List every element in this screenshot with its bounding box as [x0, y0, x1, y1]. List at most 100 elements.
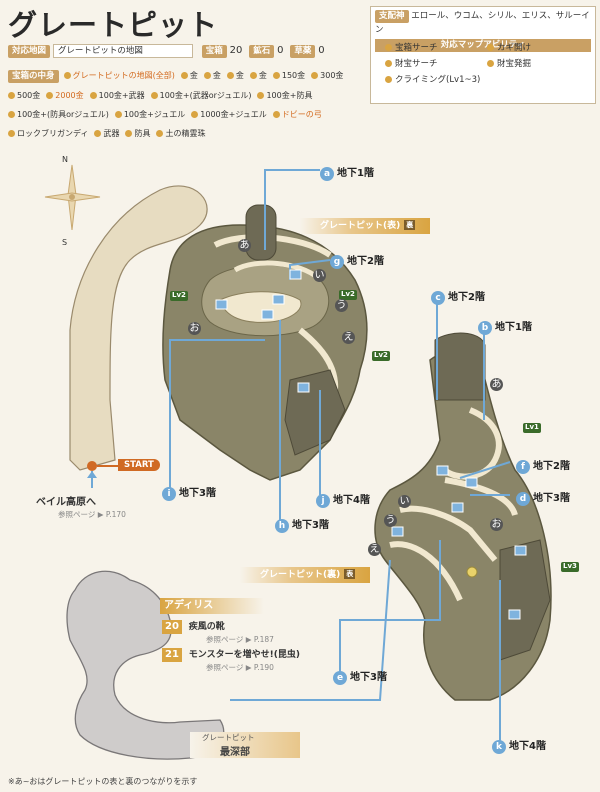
bullet-icon — [114, 111, 122, 118]
ability-item: 財宝サーチ — [385, 57, 438, 69]
area-map-value: グレートピットの地図 — [52, 44, 193, 58]
bullet-icon — [8, 130, 15, 137]
bullet-icon — [8, 92, 15, 99]
contents-item: 金 — [249, 70, 267, 81]
info-box: 支配神 エロール、ウコム、シリル、エリス、サルーイン 対応マップアビリティ 宝箱… — [370, 6, 596, 104]
connection-mark: う — [335, 299, 348, 312]
bush-count: 0 — [318, 45, 325, 56]
underside-banner: グレートピット(裏)表 — [240, 567, 370, 583]
area-map-label: 対応地図 — [8, 45, 51, 58]
shihai-value: エロール、ウコム、シリル、エリス、サルーイン — [375, 11, 590, 35]
contents-item: 100金+武器 — [89, 90, 145, 101]
bullet-icon — [156, 130, 164, 137]
compass-north: N — [62, 155, 68, 164]
contents-item: 2000金 — [46, 90, 84, 101]
bullet-icon — [89, 92, 97, 99]
climb-level-label: Lv1 — [525, 423, 539, 431]
quest-number: 20 — [162, 620, 182, 634]
underside-cavern — [374, 332, 552, 701]
contents-item: 金 — [180, 70, 198, 81]
ura-mark: 表 — [344, 569, 356, 579]
contents-item: 金 — [226, 70, 244, 81]
exit-letter: f — [516, 460, 530, 474]
exit-letter: d — [516, 492, 530, 506]
bush-label: 草薬 — [290, 45, 316, 58]
exit-letter: b — [478, 321, 492, 335]
contents-item: 100金+防具 — [257, 90, 312, 101]
connection-mark: え — [368, 543, 381, 556]
area-map-row: 対応地図 グレートピットの地図 宝箱 20 鉱石 0 草薬 0 — [8, 43, 325, 58]
ability-item: クライミング(Lv1~3) — [385, 73, 480, 85]
exit-letter: a — [320, 167, 334, 181]
exit-letter: h — [275, 519, 289, 533]
contents-item: 500金 — [8, 90, 40, 101]
chest-label: 宝箱 — [201, 45, 227, 58]
ability-item: 宝箱サーチ — [385, 41, 438, 53]
bullet-icon — [8, 111, 15, 118]
stone-label: 鉱石 — [249, 45, 275, 58]
npc-icon — [466, 566, 478, 578]
exit-letter: i — [162, 487, 176, 501]
quest-ref: 参照ページ ▶ P.187 — [206, 635, 274, 644]
bullet-icon — [63, 72, 71, 79]
page-title: グレートピット — [8, 8, 219, 42]
climb-level-label: Lv3 — [563, 562, 577, 570]
ura-mark: 裏 — [404, 220, 416, 230]
bullet-icon — [125, 130, 133, 137]
bullet-icon — [249, 72, 257, 79]
bullet-icon — [180, 72, 188, 79]
surface-banner: グレートピット(表)裏 — [300, 218, 430, 234]
contents-item: グレートピットの地図(全部) — [63, 70, 175, 81]
contents-item: 150金 — [272, 70, 305, 81]
contents-item: 土の精霊珠 — [156, 128, 205, 139]
connection-mark: あ — [238, 239, 251, 252]
deepest-sub: グレートピット — [202, 733, 255, 742]
contents-item: 金 — [203, 70, 221, 81]
shihai-label: 支配神 — [375, 10, 409, 23]
ability-header: 対応マップアビリティ — [375, 39, 591, 52]
contents-item: 300金 — [311, 70, 343, 81]
climb-icons — [170, 290, 579, 572]
exit-letter: g — [330, 255, 344, 269]
bullet-icon — [385, 44, 392, 51]
shihai-row: 支配神 エロール、ウコム、シリル、エリス、サルーイン — [371, 7, 595, 37]
start-label: START — [118, 459, 160, 471]
quest-number: 21 — [162, 648, 182, 662]
exit-letter: k — [492, 740, 506, 754]
contents-item: 100金+(防具orジュエル) — [8, 109, 109, 120]
bullet-icon — [487, 60, 494, 67]
quest-item[interactable]: 21 モンスターを増やせ!(昆虫) — [162, 647, 300, 662]
deepest-name: 最深部 — [220, 747, 250, 758]
quest-item[interactable]: 20 疾風の靴 — [162, 619, 225, 634]
bullet-icon — [94, 130, 102, 137]
bale-ref: 参照ページ ▶ P.170 — [58, 510, 126, 519]
contents-item: ロックブリガンディ — [8, 128, 88, 139]
bullet-icon — [203, 72, 211, 79]
quest-ref: 参照ページ ▶ P.190 — [206, 663, 274, 672]
chest-icons — [215, 269, 527, 620]
compass-icon — [44, 164, 101, 231]
bullet-icon — [46, 92, 54, 99]
mountain-path — [69, 185, 208, 471]
contents-item: 100金+(武器orジュエル) — [150, 90, 251, 101]
climb-level-label: Lv2 — [172, 291, 186, 299]
climb-level-label: Lv2 — [341, 290, 355, 298]
contents-item: ドビーの弓 — [272, 109, 322, 120]
connection-mark: い — [398, 495, 411, 508]
bullet-icon — [226, 72, 234, 79]
quest-name: モンスターを増やせ!(昆虫) — [188, 650, 300, 660]
bale-exit-label[interactable]: ベイル高原へ — [36, 497, 96, 508]
